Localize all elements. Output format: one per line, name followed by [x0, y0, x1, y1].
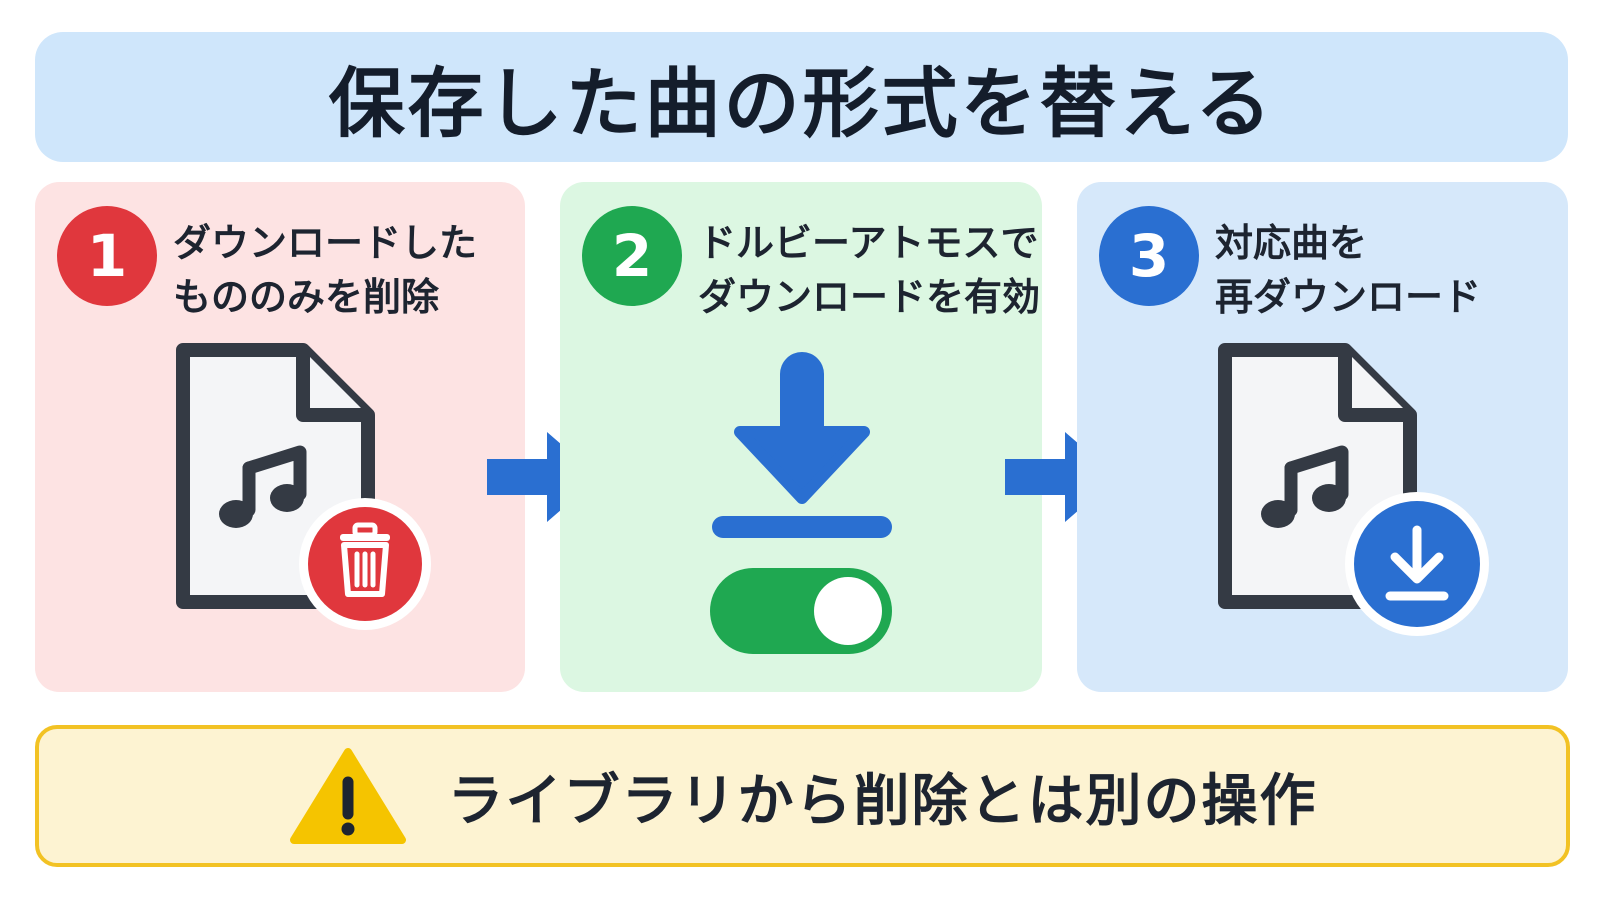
step-1-number: 1	[57, 206, 157, 306]
step-1-panel: 1 ダウンロードした もののみを削除	[35, 182, 525, 692]
download-toggle-icon	[710, 352, 892, 654]
toggle-switch-icon	[710, 568, 892, 654]
music-file-download-icon	[1218, 343, 1489, 636]
music-file-delete-icon	[176, 343, 431, 630]
step-3-line-2: 再ダウンロード	[1215, 275, 1482, 319]
download-arrow-icon	[734, 352, 870, 504]
warning-bar: ライブラリから削除とは別の操作	[35, 725, 1570, 867]
step-1-text: ダウンロードした もののみを削除	[173, 216, 477, 324]
title-banner: 保存した曲の形式を替える	[35, 32, 1568, 162]
step-2-line-2: ダウンロードを有効	[698, 275, 1041, 319]
warning-text: ライブラリから削除とは別の操作	[447, 768, 1318, 834]
trash-icon	[299, 498, 431, 630]
step-2-panel: 2 ドルビーアトモスで ダウンロードを有効	[560, 182, 1042, 692]
music-note-icon	[1261, 445, 1349, 528]
download-badge-icon	[1345, 492, 1489, 636]
warning-icon	[289, 748, 406, 844]
music-note-icon	[219, 445, 307, 528]
step-2-text: ドルビーアトモスで ダウンロードを有効	[698, 216, 1040, 324]
step-1-line-2: もののみを削除	[173, 275, 440, 319]
step-3-line-1: 対応曲を	[1215, 221, 1368, 265]
step-3-panel: 3 対応曲を 再ダウンロード	[1077, 182, 1568, 692]
step-3-text: 対応曲を 再ダウンロード	[1215, 216, 1481, 324]
step-2-line-1: ドルビーアトモスで	[698, 221, 1039, 265]
step-1-line-1: ダウンロードした	[173, 221, 478, 265]
page-title: 保存した曲の形式を替える	[328, 59, 1275, 148]
step-3-number: 3	[1099, 206, 1199, 306]
step-2-number: 2	[582, 206, 682, 306]
